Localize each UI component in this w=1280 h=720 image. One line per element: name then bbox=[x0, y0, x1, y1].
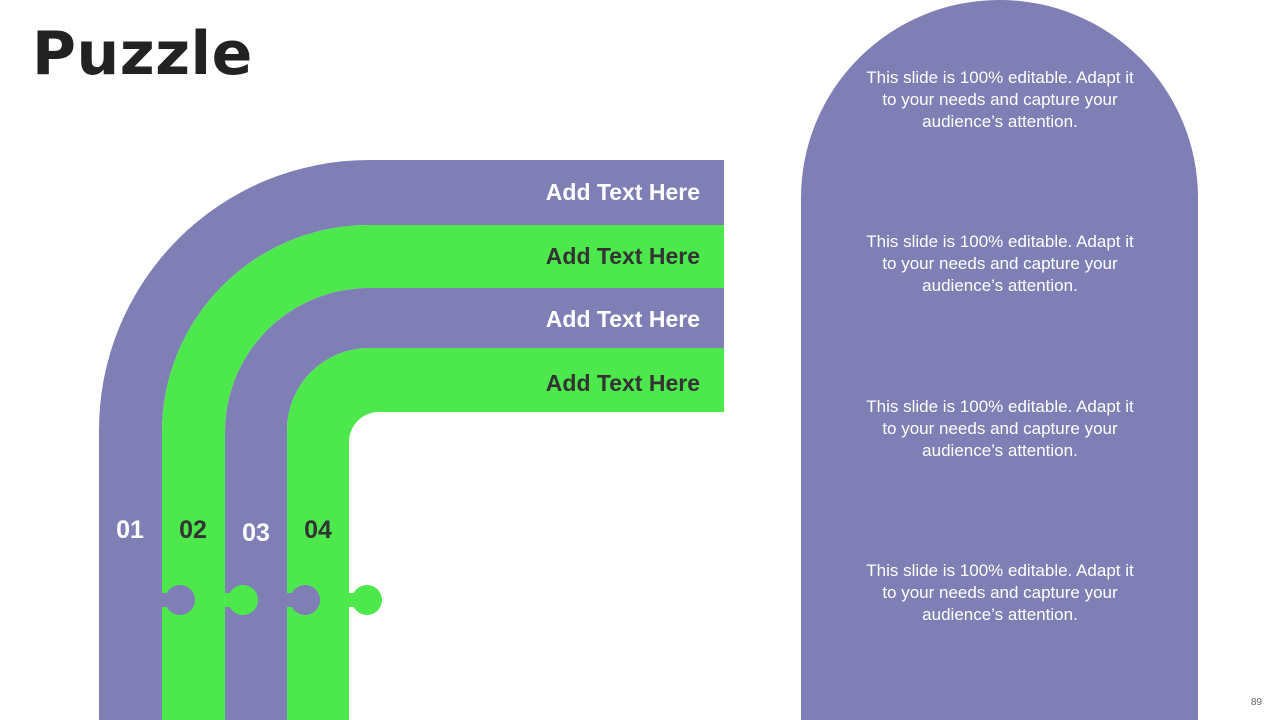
note-3: This slide is 100% editable. Adapt it to… bbox=[866, 397, 1134, 460]
puzzle-knob-1 bbox=[165, 585, 195, 615]
band-number-1: 01 bbox=[116, 516, 144, 544]
notes-arch-panel bbox=[801, 0, 1198, 720]
page-number: 89 bbox=[1250, 697, 1262, 708]
puzzle-band-3 bbox=[225, 288, 724, 720]
puzzle-knob-2 bbox=[228, 585, 258, 615]
note-4: This slide is 100% editable. Adapt it to… bbox=[866, 561, 1134, 624]
band-number-3: 03 bbox=[242, 519, 270, 547]
band-label-1: Add Text Here bbox=[545, 179, 700, 205]
band-number-4: 04 bbox=[304, 516, 332, 544]
note-2: This slide is 100% editable. Adapt it to… bbox=[866, 232, 1134, 295]
band-number-2: 02 bbox=[179, 516, 207, 544]
band-label-4: Add Text Here bbox=[545, 370, 700, 396]
slide-title: Puzzle bbox=[32, 19, 253, 89]
puzzle-band-2 bbox=[162, 225, 724, 720]
puzzle-knob-4 bbox=[352, 585, 382, 615]
band-label-3: Add Text Here bbox=[545, 306, 700, 332]
note-1: This slide is 100% editable. Adapt it to… bbox=[866, 68, 1134, 131]
band-label-2: Add Text Here bbox=[545, 243, 700, 269]
puzzle-band-4 bbox=[287, 348, 724, 720]
puzzle-band-1 bbox=[99, 160, 724, 720]
puzzle-knob-3 bbox=[290, 585, 320, 615]
